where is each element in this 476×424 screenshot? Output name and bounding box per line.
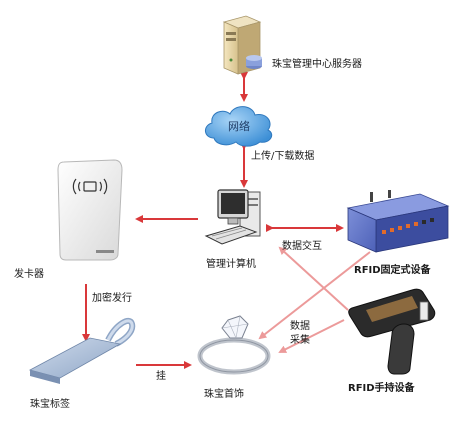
edge-label-encrypt-issue: 加密发行	[92, 293, 132, 304]
tag-label: 珠宝标签	[30, 399, 70, 410]
edge-handheld-computer	[278, 246, 349, 311]
computer-label: 管理计算机	[206, 259, 256, 270]
handheld-device-node	[344, 284, 440, 376]
server-icon	[222, 15, 262, 75]
fixed-device-label: RFID固定式设备	[354, 265, 431, 276]
cloud-icon	[205, 106, 273, 147]
fixed-device-node	[344, 190, 452, 256]
edge-label-data-collect-line2: 采集	[290, 335, 310, 346]
handheld-device-label: RFID手持设备	[348, 383, 415, 394]
server-label: 珠宝管理中心服务器	[272, 59, 362, 70]
edge-fixed-device-jewelry	[258, 251, 371, 340]
computer-node	[200, 184, 274, 254]
network-label: 网络	[228, 120, 250, 133]
edge-handheld-jewelry	[278, 319, 345, 353]
jewelry-node	[190, 310, 274, 380]
jewelry-label: 珠宝首饰	[204, 389, 244, 400]
card-issuer-label: 发卡器	[14, 269, 44, 280]
edge-label-upload-download: 上传/下载数据	[251, 151, 315, 162]
tag-node	[20, 314, 136, 394]
edge-label-data-exchange: 数据交互	[282, 241, 322, 252]
rfid-handheld-reader-icon	[348, 288, 436, 375]
edge-label-hang: 挂	[156, 371, 166, 382]
rfid-hang-tag-icon	[28, 317, 136, 384]
rfid-card-reader-icon	[57, 159, 123, 261]
edge-label-data-collect-line1: 数据	[290, 321, 310, 332]
rfid-fixed-reader-icon	[346, 190, 450, 253]
card-issuer-node	[56, 158, 126, 262]
diamond-ring-icon	[197, 315, 271, 375]
desktop-computer-icon	[204, 189, 261, 245]
network-node	[200, 100, 278, 150]
server-node	[216, 14, 272, 78]
